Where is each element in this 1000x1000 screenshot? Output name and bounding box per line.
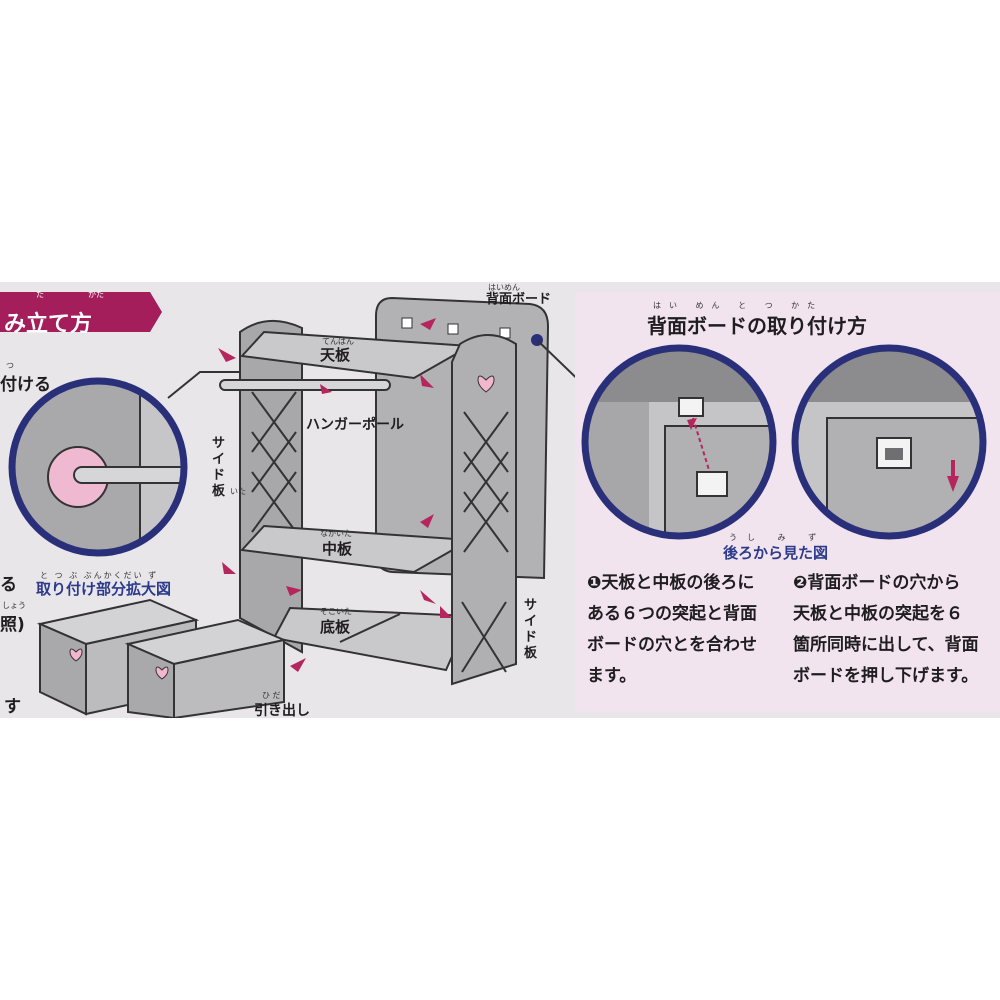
label-back-board: 背面ボード bbox=[486, 292, 552, 307]
rear-view-circle-2 bbox=[791, 344, 987, 540]
label-hanger-pole: ハンガーポール bbox=[306, 417, 404, 433]
banner-title: み立て方 bbox=[4, 312, 93, 337]
back-board-panel: はい めん と つ かた 背面ボードの取り付け方 bbox=[575, 292, 1000, 712]
left-ruby-mid: しょう bbox=[2, 601, 26, 610]
drawer-right bbox=[124, 618, 288, 718]
label-middle-shelf: 中板 bbox=[322, 540, 353, 558]
left-fragment-1: 付ける bbox=[0, 375, 51, 395]
label-top-shelf: 天板 bbox=[320, 346, 351, 364]
zoom-detail-circle bbox=[8, 377, 188, 557]
label-side-board-left: サイド板 bbox=[212, 436, 226, 499]
banner-ruby-2: かた bbox=[88, 290, 104, 299]
step-1: ❶天板と中板の後ろに ある６つの突起と背面 ボードの穴とを合わせ ます。 bbox=[587, 573, 757, 686]
zoom-caption-ruby: と つ ぶ ぶんかくだい ず bbox=[40, 571, 159, 580]
step-2: ❷背面ボードの穴から 天板と中板の突起を６ 箇所同時に出して、背面 ボードを押し… bbox=[793, 573, 979, 686]
rear-view-circle-1 bbox=[581, 344, 777, 540]
shelf-illustration bbox=[36, 296, 550, 718]
back-board-ruby: はいめん bbox=[488, 283, 520, 292]
middle-shelf-ruby: なかいた bbox=[320, 529, 352, 538]
left-fragment-3: 照) bbox=[0, 615, 25, 635]
label-bottom-shelf: 底板 bbox=[320, 618, 351, 636]
panel-title: 背面ボードの取り付け方 bbox=[647, 314, 867, 338]
view-caption: 後ろから見た図 bbox=[723, 544, 829, 562]
label-side-board-right: サイド板 bbox=[524, 598, 538, 661]
top-shelf-ruby: てんばん bbox=[322, 337, 354, 346]
left-fragment-2: る bbox=[0, 575, 17, 595]
drawer-ruby: ひ だ bbox=[262, 691, 281, 700]
side-board-ruby: いた bbox=[230, 487, 246, 496]
zoom-caption: 取り付け部分拡大図 bbox=[36, 580, 172, 598]
left-ruby-top: つ bbox=[6, 361, 14, 370]
view-caption-ruby: うし み ず bbox=[729, 533, 827, 542]
label-drawer: 引き出し bbox=[254, 703, 310, 718]
bottom-shelf-ruby: そこいた bbox=[320, 607, 352, 616]
section-banner bbox=[0, 292, 162, 332]
left-fragment-4: す bbox=[4, 697, 21, 717]
panel-title-ruby: はい めん と つ かた bbox=[653, 301, 824, 310]
instruction-sheet: み立て方 た かた つ 付ける る しょう 照) す と つ ぶ ぶんかくだい … bbox=[0, 282, 1000, 718]
banner-ruby-1: た bbox=[36, 290, 44, 299]
